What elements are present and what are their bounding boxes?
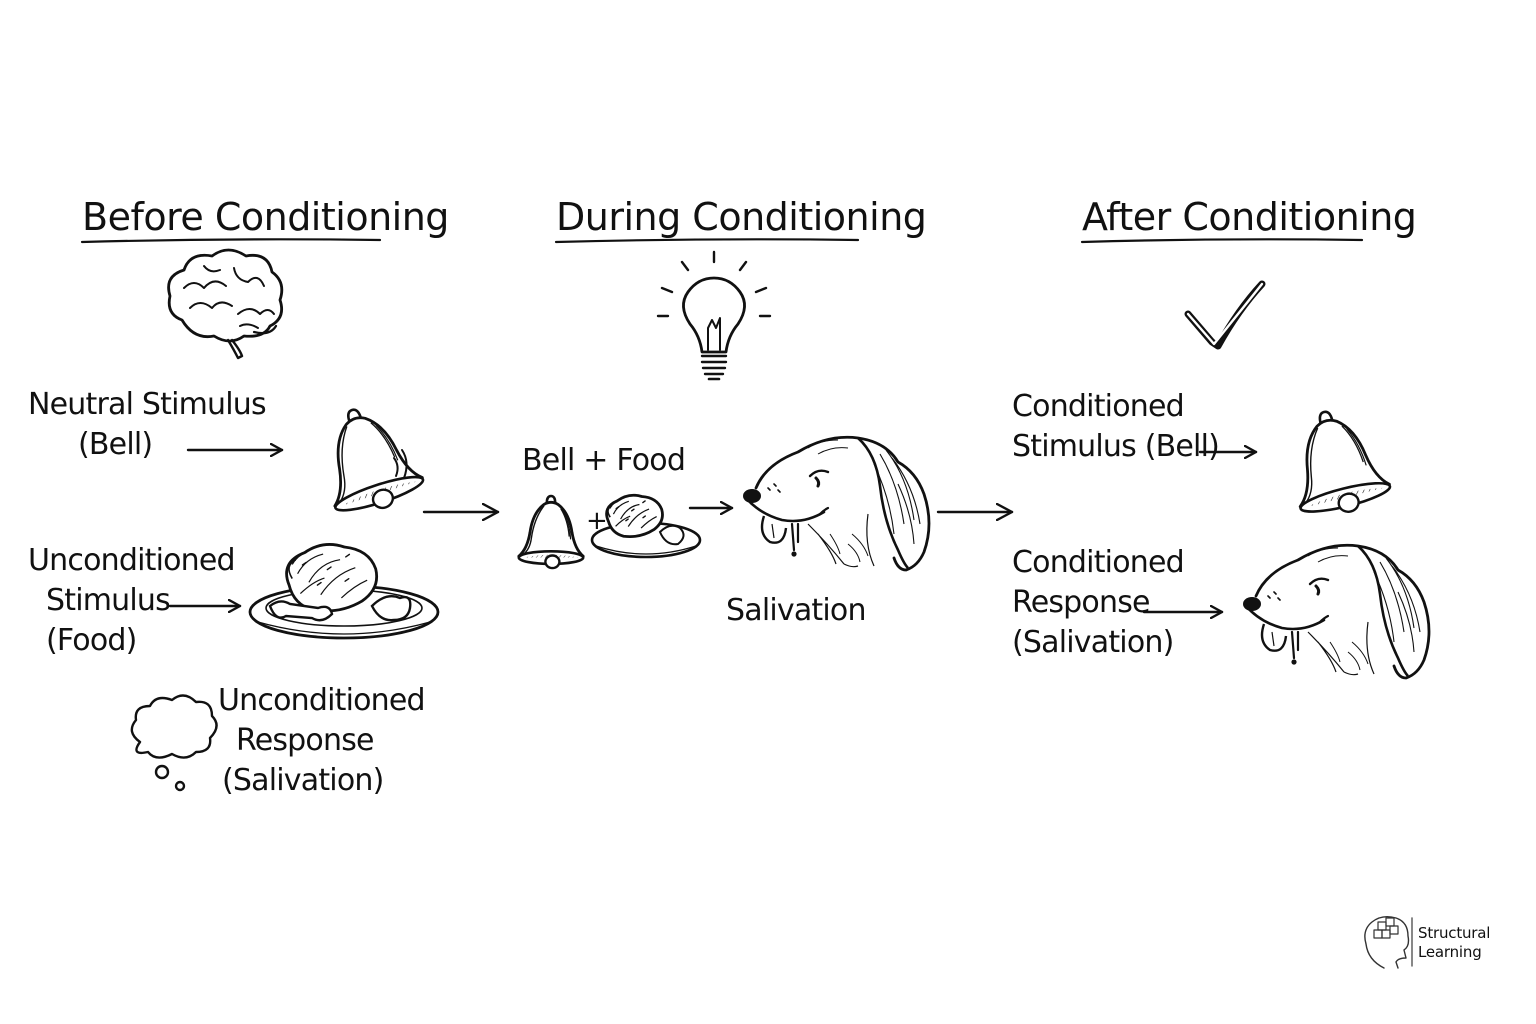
bell-icon-after xyxy=(1277,399,1395,525)
thought-cloud-icon xyxy=(132,695,217,790)
unconditioned-stimulus-sublabel: Stimulus xyxy=(46,583,171,618)
unconditioned-stimulus-label: Unconditioned xyxy=(28,543,236,578)
after-title: After Conditioning xyxy=(1082,195,1417,239)
logo-line-2: Learning xyxy=(1418,942,1482,961)
bell-icon xyxy=(306,394,429,524)
pairing-label: Bell + Food xyxy=(522,443,686,478)
unconditioned-response-sublabel: Response xyxy=(236,723,374,758)
conditioned-stimulus-label: Conditioned xyxy=(1012,389,1185,424)
dog-icon-after xyxy=(1241,543,1431,680)
bell-icon-during xyxy=(517,495,585,570)
conditioned-stimulus-sublabel: Stimulus (Bell) xyxy=(1012,429,1220,464)
before-title: Before Conditioning xyxy=(82,195,449,239)
unconditioned-response-salivation: (Salivation) xyxy=(222,763,384,798)
during-title: During Conditioning xyxy=(556,195,927,239)
neutral-stimulus-label: Neutral Stimulus xyxy=(28,387,267,422)
unconditioned-stimulus-food: (Food) xyxy=(46,623,137,658)
salivation-label: Salivation xyxy=(726,593,867,628)
lightbulb-icon xyxy=(658,252,770,379)
conditioned-response-label: Conditioned xyxy=(1012,545,1185,580)
logo-mark xyxy=(1365,917,1412,968)
food-plate-icon xyxy=(250,536,438,638)
logo-line-1: Structural xyxy=(1418,924,1491,942)
checkmark-icon xyxy=(1188,284,1262,346)
after-title-underline xyxy=(1082,239,1362,242)
conditioned-response-salivation: (Salivation) xyxy=(1012,625,1174,660)
before-title-underline xyxy=(82,239,380,242)
logo-text: Structural Learning xyxy=(1418,924,1490,962)
brain-icon xyxy=(169,250,282,358)
food-plate-icon-during xyxy=(592,489,700,557)
dog-icon xyxy=(741,435,931,572)
during-title-underline xyxy=(556,239,858,242)
conditioned-response-sublabel: Response xyxy=(1012,585,1150,620)
neutral-stimulus-sublabel: (Bell) xyxy=(78,427,153,462)
plus-sign: + xyxy=(586,506,608,536)
unconditioned-response-label: Unconditioned xyxy=(218,683,426,718)
